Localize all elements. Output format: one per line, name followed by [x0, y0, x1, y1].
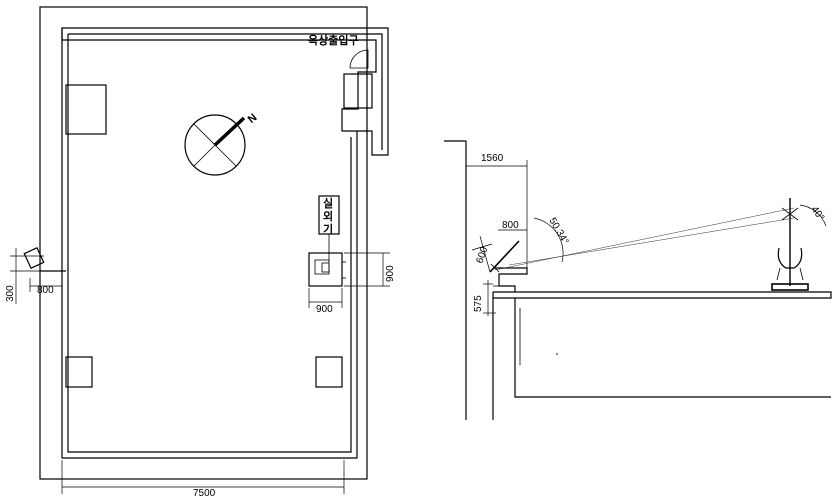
section-roof-slab	[493, 291, 832, 398]
door-swing-arc	[349, 49, 369, 69]
sun-angle-arc	[799, 204, 827, 227]
roof-solar-module: 40°	[771, 198, 827, 291]
parapet-inner-wall	[61, 27, 389, 156]
roof-pad-top-left	[65, 84, 107, 135]
dim-unit-depth-label: 900	[385, 265, 396, 282]
north-label: N	[246, 112, 260, 126]
shadow-line-lower	[508, 217, 795, 266]
parapet-outer-wall	[39, 6, 368, 480]
dim-left-height-label: 300	[5, 285, 16, 302]
dim-panel-height-label: 600	[474, 245, 490, 265]
panel-angle-arc	[533, 217, 564, 263]
dim-overall-width: 7500	[61, 460, 345, 497]
wall-solar-panel: 800 600 50.34°	[471, 216, 570, 273]
north-arrow-needle	[213, 116, 246, 147]
dim-setback-label: 1560	[481, 153, 504, 164]
roof-module-base	[771, 283, 809, 291]
entrance-label: 옥상출입구	[308, 33, 359, 47]
dim-overall-width-label: 7500	[193, 488, 216, 497]
left-side-detail: 800 300	[5, 246, 66, 304]
entrance-core	[343, 73, 373, 109]
section-point-mark	[556, 353, 558, 355]
north-arrow: N	[184, 112, 260, 176]
outdoor-unit: 실 외 기	[308, 195, 346, 287]
roof-module-frame	[777, 247, 803, 269]
roof-pad-bottom-right	[315, 356, 343, 388]
roof-entrance: 옥상출입구	[308, 33, 373, 109]
dim-base-height: 575	[473, 280, 496, 316]
roof-pad-bottom-left	[65, 356, 93, 388]
panel-angle-label: 50.34°	[546, 216, 570, 247]
wall-panel-face	[489, 240, 520, 273]
dim-unit-width: 900	[308, 288, 343, 315]
shadow-line-upper	[494, 207, 795, 271]
outdoor-unit-char-2: 외	[323, 209, 333, 223]
roof-edge-line	[67, 33, 383, 453]
outdoor-unit-pad	[308, 252, 343, 287]
roof-section: 1560 800 600 50.34° 575	[444, 140, 832, 420]
section-wall	[444, 140, 467, 420]
outdoor-unit-char-3: 기	[323, 222, 333, 236]
left-side-panel	[23, 246, 45, 270]
outdoor-unit-char-1: 실	[323, 196, 333, 210]
dim-base-height-label: 575	[473, 295, 484, 312]
dim-panel-width-label: 800	[502, 220, 519, 231]
dim-unit-depth: 900	[344, 252, 396, 287]
roof-plan: 옥상출입구 N 실 외 기	[5, 6, 396, 497]
dim-setback: 1560	[466, 153, 528, 268]
dim-unit-width-label: 900	[316, 304, 333, 315]
parapet-inner-wall-left	[61, 28, 358, 459]
dim-left-offset-label: 800	[37, 285, 54, 296]
north-arrow-circle	[184, 114, 246, 176]
